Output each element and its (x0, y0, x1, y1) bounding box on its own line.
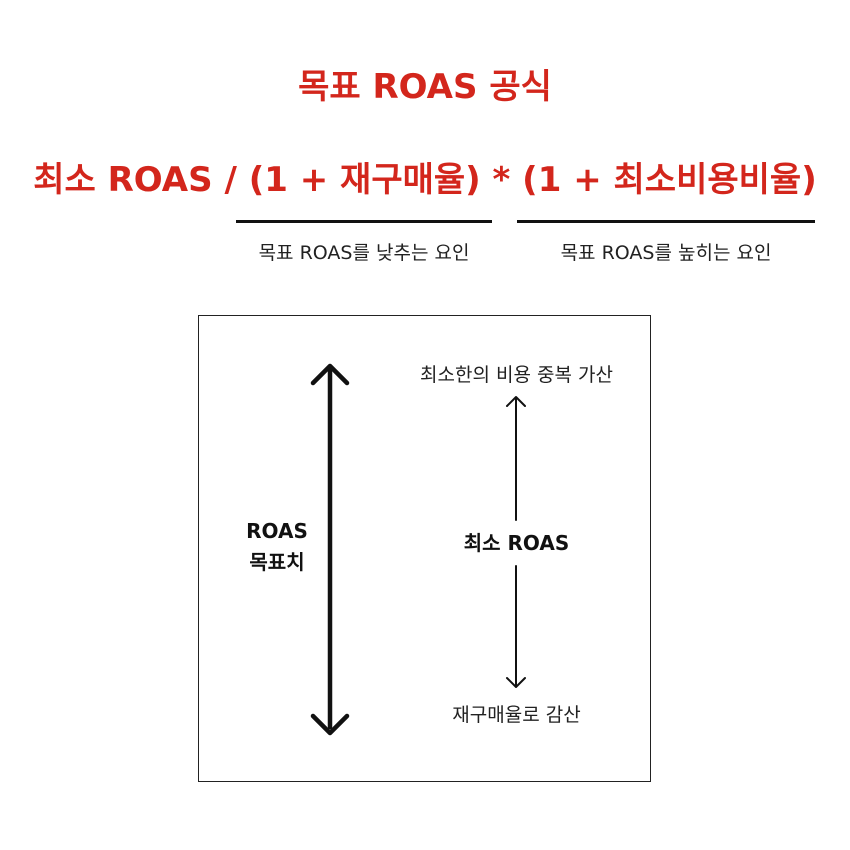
repurchase-sub-arrow-head (506, 677, 526, 688)
target-range-arrow-up-head (310, 363, 350, 386)
cost-add-arrow-head (506, 396, 526, 407)
lowering-factor-label: 목표 ROAS를 낮추는 요인 (258, 242, 470, 264)
roas-target-label-line2: 목표치 (249, 550, 305, 574)
minimum-roas-label: 최소 ROAS (463, 531, 570, 555)
target-range-arrow-down-head (310, 713, 350, 736)
roas-target-label-line1: ROAS (246, 519, 308, 543)
roas-diagram: ROAS 목표치 최소 ROAS 최소한의 비용 중복 가산 재구매율로 감산 (198, 315, 651, 782)
lowering-factor-underline (236, 220, 492, 223)
roas-target-label: ROAS 목표치 (229, 516, 325, 578)
cost-overlap-note: 최소한의 비용 중복 가산 (420, 364, 613, 386)
raising-factor-underline (517, 220, 815, 223)
raising-factor-label: 목표 ROAS를 높히는 요인 (560, 242, 772, 264)
page-title: 목표 ROAS 공식 (298, 67, 552, 107)
formula-text: 최소 ROAS / (1 + 재구매율) * (1 + 최소비용비율) (33, 160, 817, 200)
repurchase-note: 재구매율로 감산 (452, 704, 581, 726)
diagram-arrows (310, 363, 526, 736)
